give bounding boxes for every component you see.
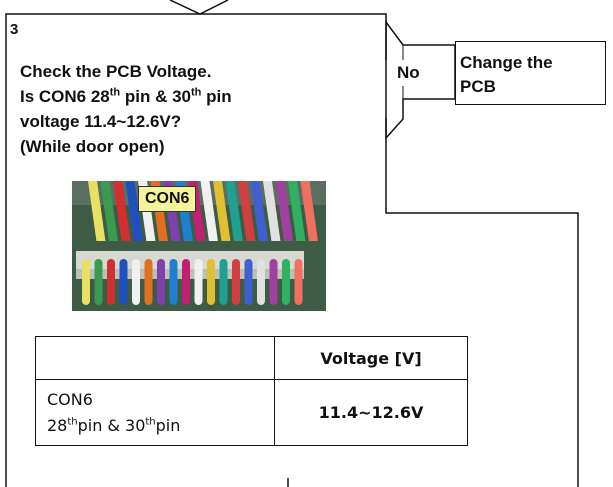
connector-illustration bbox=[72, 181, 326, 311]
step-number: 3 bbox=[10, 21, 18, 38]
voltage-header: Voltage [V] bbox=[275, 337, 468, 380]
wire-loop bbox=[232, 259, 240, 305]
wire-loop bbox=[145, 259, 153, 305]
wire-loop bbox=[107, 259, 115, 305]
wire-loop bbox=[220, 259, 228, 305]
wire-loop bbox=[120, 259, 128, 305]
table-row: CON6 28thpin & 30thpin 11.4~12.6V bbox=[36, 380, 468, 446]
wire-loop bbox=[82, 259, 90, 305]
table-header-row: Voltage [V] bbox=[36, 337, 468, 380]
wire-loop bbox=[257, 259, 265, 305]
wire-loop bbox=[195, 259, 203, 305]
incoming-arrow-head bbox=[170, 0, 228, 14]
wire-loop bbox=[157, 259, 165, 305]
connector-label-cell: CON6 28thpin & 30thpin bbox=[36, 380, 275, 446]
con6-tag: CON6 bbox=[138, 186, 196, 212]
question-line-3: voltage 11.4~12.6V? bbox=[20, 109, 232, 134]
table-header-blank bbox=[36, 337, 275, 380]
question-line-2: Is CON6 28th pin & 30th pin bbox=[20, 84, 232, 109]
wire-loop bbox=[170, 259, 178, 305]
question-text: Check the PCB Voltage. Is CON6 28th pin … bbox=[20, 59, 232, 159]
action-line-2: PCB bbox=[460, 75, 605, 99]
wire-loop bbox=[182, 259, 190, 305]
connector-photo: CON6 bbox=[72, 181, 326, 311]
wire-loop bbox=[207, 259, 215, 305]
no-branch-label: No bbox=[397, 63, 420, 83]
wire-loop bbox=[132, 259, 140, 305]
voltage-table: Voltage [V] CON6 28thpin & 30thpin 11.4~… bbox=[35, 336, 468, 446]
wire-loop bbox=[295, 259, 303, 305]
wire-loop bbox=[282, 259, 290, 305]
question-line-4: (While door open) bbox=[20, 134, 232, 159]
question-line-1: Check the PCB Voltage. bbox=[20, 59, 232, 84]
wire-loop bbox=[95, 259, 103, 305]
wire-loop bbox=[245, 259, 253, 305]
action-line-1: Change the bbox=[460, 51, 605, 75]
pin-label: 28thpin & 30thpin bbox=[47, 413, 273, 439]
connector-name: CON6 bbox=[47, 387, 273, 413]
voltage-value: 11.4~12.6V bbox=[275, 380, 468, 446]
action-box: Change the PCB bbox=[455, 41, 606, 105]
wire-loop bbox=[270, 259, 278, 305]
